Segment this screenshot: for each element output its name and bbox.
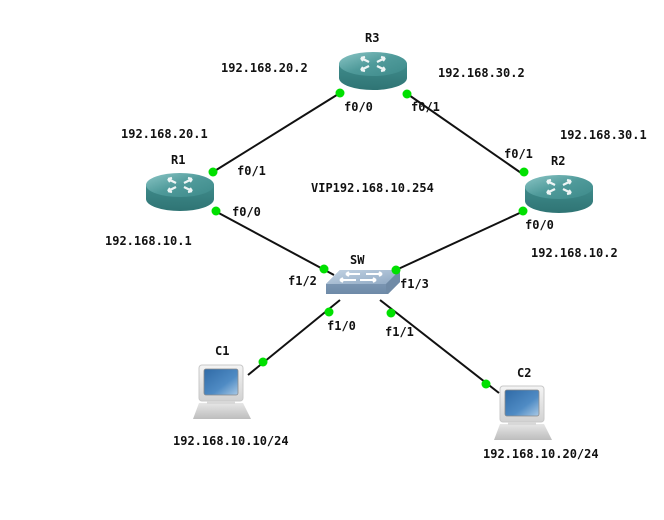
ip-label-r2-f01: 192.168.30.1: [560, 128, 647, 142]
port-dot-r2-f00[interactable]: [518, 206, 528, 216]
port-dot-c2[interactable]: [481, 379, 491, 389]
link-r1-sw[interactable]: [214, 210, 335, 276]
ip-label-r1-f00: 192.168.10.1: [105, 234, 192, 248]
link-r2-sw[interactable]: [395, 210, 525, 271]
port-dot-r3-f01[interactable]: [402, 89, 412, 99]
port-dot-r2-f01[interactable]: [519, 167, 529, 177]
port-dot-sw-f12[interactable]: [319, 264, 329, 274]
router-r1-icon[interactable]: [144, 171, 216, 213]
device-label-sw: SW: [350, 253, 365, 267]
port-label-sw-f12: f1/2: [288, 274, 317, 288]
ip-label-c1: 192.168.10.10/24: [173, 434, 289, 448]
ip-label-c2: 192.168.10.20/24: [483, 447, 599, 461]
ip-label-r3-f01: 192.168.30.2: [438, 66, 525, 80]
ip-label-r2-f00: 192.168.10.2: [531, 246, 618, 260]
port-label-r3-f01: f0/1: [411, 100, 440, 114]
port-label-r2-f01: f0/1: [504, 147, 533, 161]
port-dots: [208, 88, 529, 389]
port-dot-r1-f00[interactable]: [211, 206, 221, 216]
computer-c2-icon[interactable]: [493, 385, 553, 441]
vip-label: VIP192.168.10.254: [311, 181, 434, 195]
port-dot-sw-f11[interactable]: [386, 308, 396, 318]
port-dot-r1-f01[interactable]: [208, 167, 218, 177]
port-label-r1-f01: f0/1: [237, 164, 266, 178]
link-r3-r2[interactable]: [405, 92, 525, 176]
link-r1-r3[interactable]: [212, 92, 341, 173]
router-r3-icon[interactable]: [337, 50, 409, 92]
port-label-r1-f00: f0/0: [232, 205, 261, 219]
ip-label-r1-f01: 192.168.20.1: [121, 127, 208, 141]
port-label-sw-f13: f1/3: [400, 277, 429, 291]
port-label-r3-f00: f0/0: [344, 100, 373, 114]
port-dot-sw-f13[interactable]: [391, 265, 401, 275]
port-label-sw-f11: f1/1: [385, 325, 414, 339]
device-label-r2: R2: [551, 154, 566, 168]
computer-c1-icon[interactable]: [192, 364, 252, 420]
device-label-r3: R3: [365, 31, 380, 45]
device-label-c2: C2: [517, 366, 532, 380]
port-label-r2-f00: f0/0: [525, 218, 554, 232]
port-dot-r3-f00[interactable]: [335, 88, 345, 98]
port-dot-c1[interactable]: [258, 357, 268, 367]
device-label-c1: C1: [215, 344, 230, 358]
port-label-sw-f10: f1/0: [327, 319, 356, 333]
device-label-r1: R1: [171, 153, 186, 167]
link-sw-c2[interactable]: [379, 299, 500, 394]
port-dot-sw-f10[interactable]: [324, 307, 334, 317]
switch-sw-icon[interactable]: [325, 269, 401, 295]
ip-label-r3-f00: 192.168.20.2: [221, 61, 308, 75]
router-r2-icon[interactable]: [523, 173, 595, 215]
